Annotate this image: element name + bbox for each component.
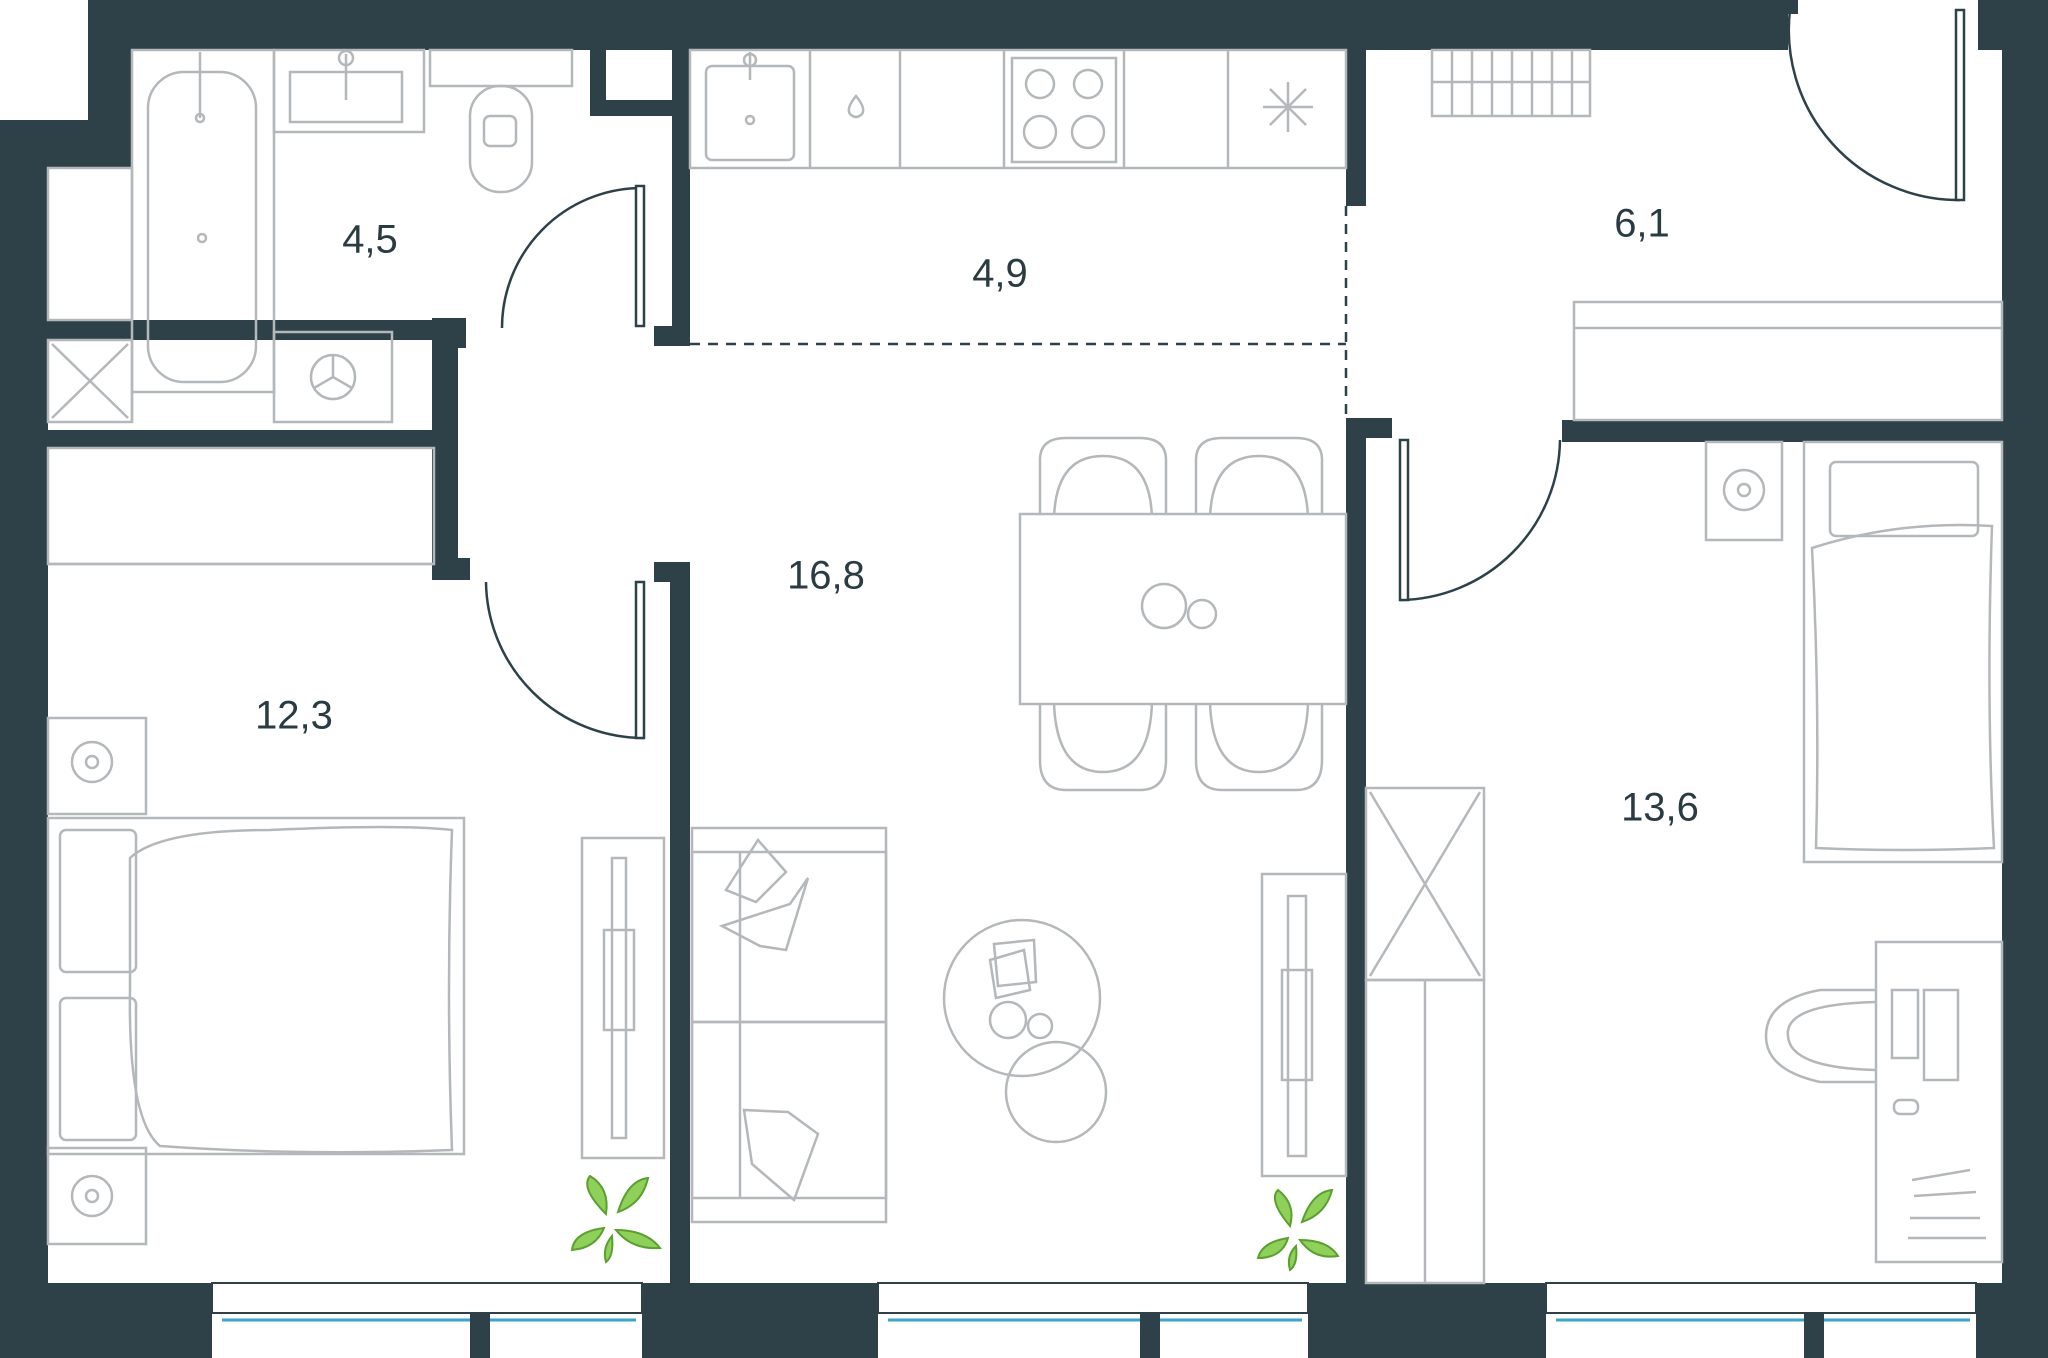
area-label-bedroom-left: 12,3: [255, 694, 333, 738]
doors: [484, 8, 1966, 740]
area-label-hallway: 6,1: [1614, 202, 1670, 246]
interior-walls: [48, 50, 2002, 1283]
area-label-bathroom: 4,5: [342, 218, 398, 262]
kitchen-counter: [688, 48, 1348, 170]
area-label-living-room: 16,8: [787, 554, 865, 598]
dining-set: [1018, 436, 1348, 792]
zone-dividers: [690, 206, 1348, 418]
hallway-furniture: [1430, 48, 2004, 422]
windows: [211, 1282, 1977, 1322]
living-furniture: [690, 826, 1348, 1224]
area-label-bedroom-right: 13,6: [1621, 786, 1699, 830]
left-storage: [46, 166, 134, 424]
area-label-kitchen: 4,9: [972, 252, 1028, 296]
bedroom-left-furniture: [46, 446, 666, 1246]
plant-left: [570, 1174, 662, 1264]
plant-right: [1256, 1188, 1340, 1272]
bedroom-right-furniture: [1364, 440, 2004, 1285]
